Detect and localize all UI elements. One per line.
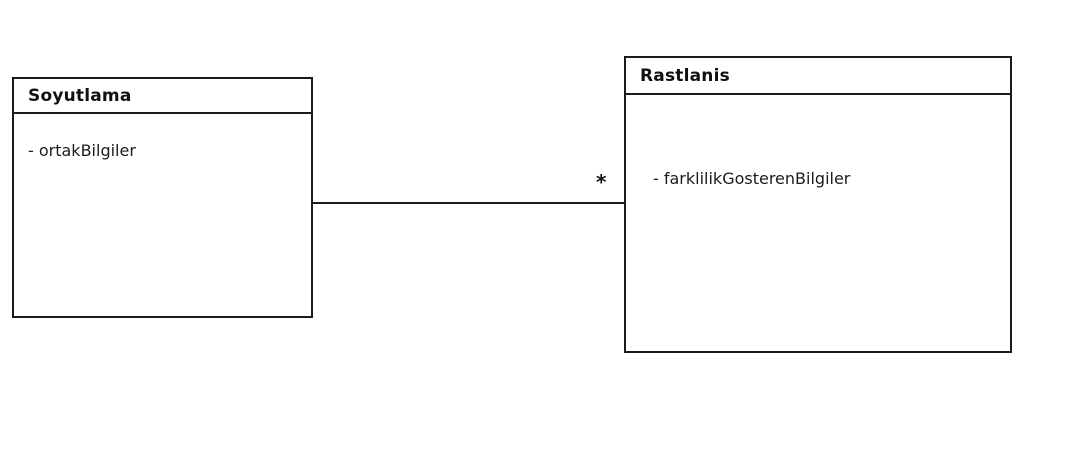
uml-class-name-rastlanis: Rastlanis (640, 65, 730, 86)
uml-class-soyutlama[interactable]: Soyutlama - ortakBilgiler (12, 77, 313, 318)
uml-class-header-soyutlama: Soyutlama (14, 79, 311, 114)
uml-attributes-compartment-soyutlama: - ortakBilgiler (14, 114, 311, 316)
uml-class-header-rastlanis: Rastlanis (626, 58, 1010, 95)
uml-attribute-ortakbilgiler: - ortakBilgiler (28, 141, 136, 160)
uml-class-name-soyutlama: Soyutlama (28, 85, 132, 106)
uml-class-rastlanis[interactable]: Rastlanis - farklilikGosterenBilgiler (624, 56, 1012, 353)
association-target-multiplicity: * (596, 170, 607, 194)
association-line-soyutlama-rastlanis (313, 202, 624, 204)
uml-attributes-compartment-rastlanis: - farklilikGosterenBilgiler (626, 95, 1010, 351)
uml-attribute-farklilikgosterenbilgiler: - farklilikGosterenBilgiler (653, 169, 851, 188)
